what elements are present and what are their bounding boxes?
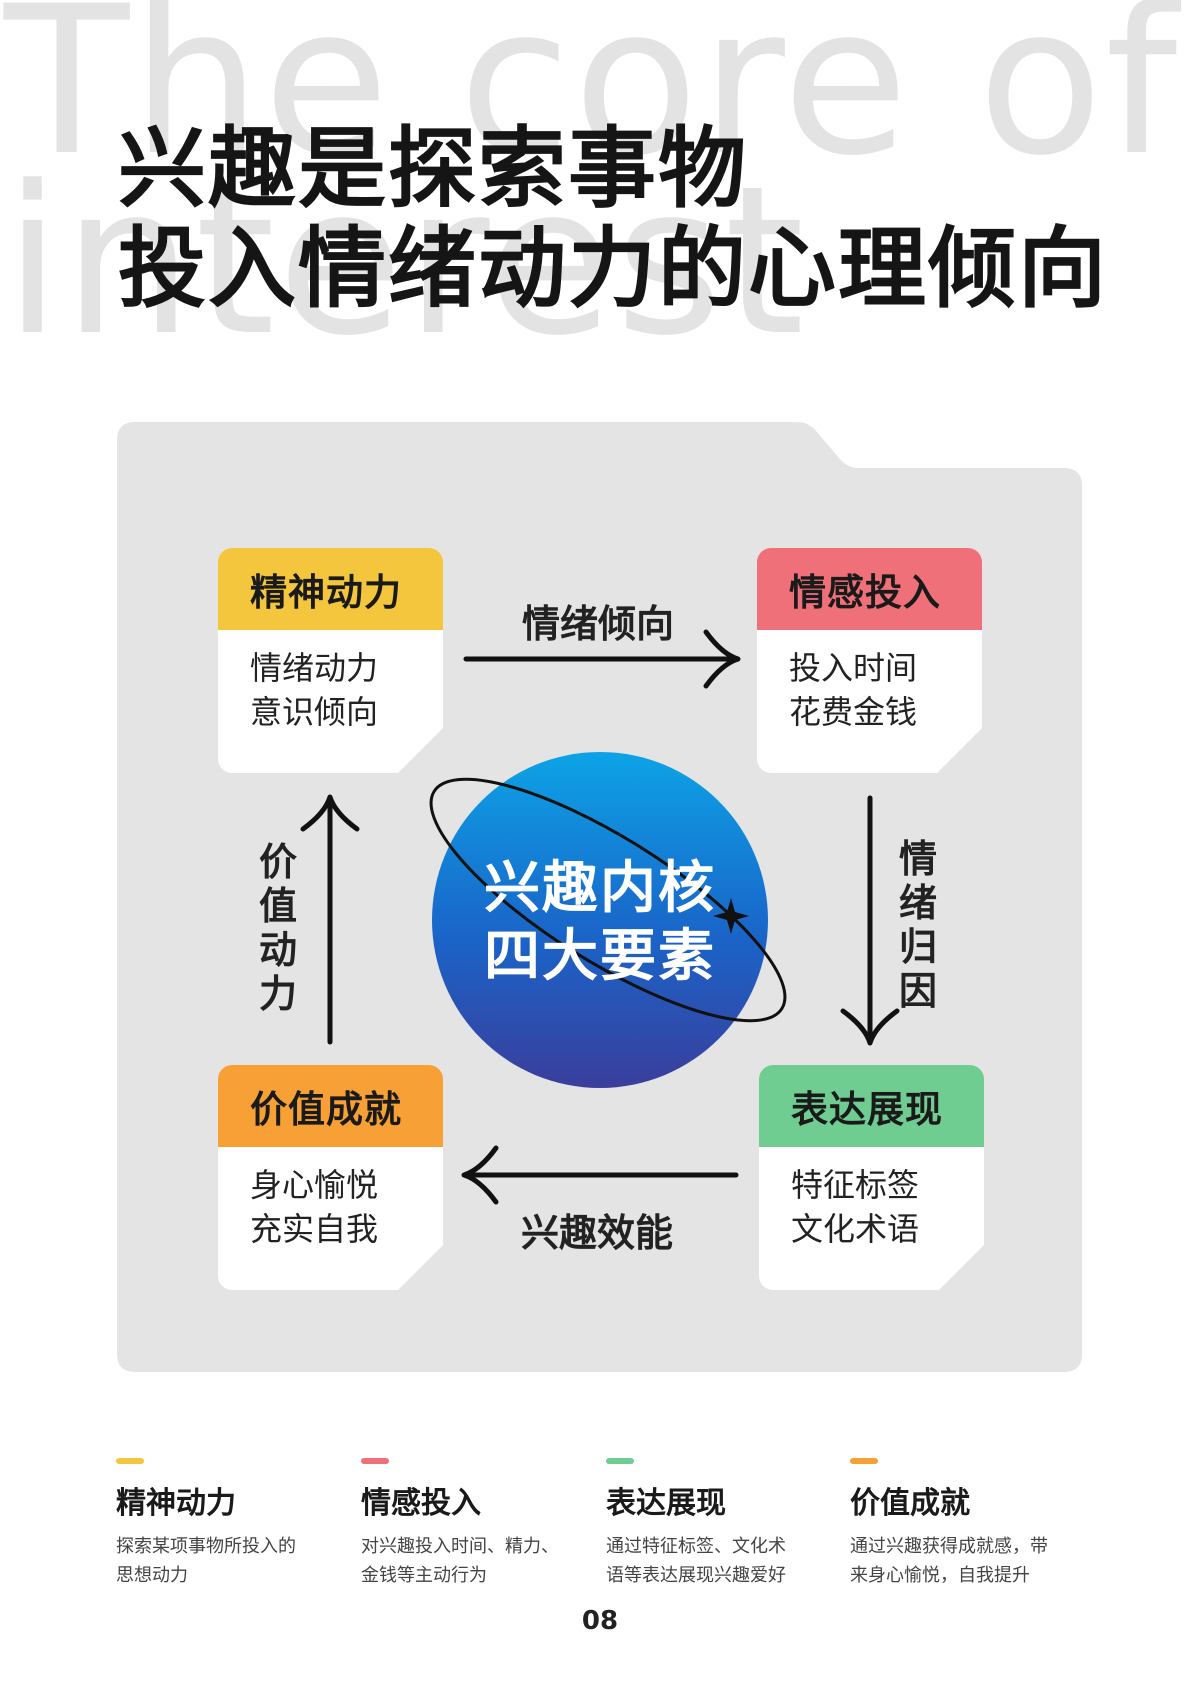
- arrow-bottom: [461, 1145, 739, 1205]
- arrow-right: [840, 795, 900, 1046]
- legend-desc-line: 语等表达展现兴趣爱好: [606, 1565, 786, 1586]
- card-line: 投入时间: [789, 649, 918, 687]
- legend-color-bar: [606, 1458, 634, 1464]
- arrow-label-bottom: 兴趣效能: [521, 1211, 674, 1255]
- core-label-line-2: 四大要素: [484, 924, 716, 989]
- arrow-label-top: 情绪倾向: [522, 602, 675, 646]
- card-title: 情感投入: [757, 548, 982, 630]
- arrow-label-char: 归: [898, 925, 937, 969]
- card-expression: 表达展现 特征标签 文化术语: [759, 1065, 984, 1290]
- arrow-label-char: 力: [258, 972, 297, 1016]
- legend-desc-line: 对兴趣投入时间、精力、: [361, 1536, 559, 1557]
- arrow-label-right: 情 绪 归 因: [896, 837, 940, 1013]
- orbit-ring: [429, 777, 787, 1023]
- arrow-label-char: 情: [898, 837, 937, 881]
- card-line: 身心愉悦: [250, 1166, 379, 1204]
- arrow-label-char: 价: [258, 840, 297, 884]
- legend-title: 情感投入: [361, 1486, 481, 1521]
- legend-color-bar: [361, 1458, 389, 1464]
- card-emotional-investment: 情感投入 投入时间 花费金钱: [757, 548, 982, 773]
- card-spiritual-drive: 精神动力 情绪动力 意识倾向: [218, 548, 443, 773]
- arrow-label-char: 值: [258, 884, 297, 928]
- arrow-left: [300, 794, 360, 1045]
- legend-item-emotional: 情感投入 对兴趣投入时间、精力、 金钱等主动行为: [361, 1458, 591, 1590]
- core-sphere: [432, 752, 768, 1088]
- legend-item-spiritual: 精神动力 探索某项事物所投入的 思想动力: [116, 1458, 346, 1590]
- card-title: 价值成就: [218, 1065, 443, 1147]
- card-title: 精神动力: [218, 548, 443, 630]
- background-text-line-1: The core of: [4, 0, 1180, 201]
- legend-desc-line: 探索某项事物所投入的: [116, 1536, 296, 1557]
- core-label-line-1: 兴趣内核: [484, 856, 716, 921]
- card-line: 意识倾向: [250, 693, 379, 731]
- legend-desc-line: 通过特征标签、文化术: [606, 1536, 786, 1557]
- page-title-line-2: 投入情绪动力的心理倾向: [118, 217, 1109, 320]
- card-value-achievement: 价值成就 身心愉悦 充实自我: [218, 1065, 443, 1290]
- card-line: 充实自我: [250, 1210, 379, 1248]
- legend-title: 表达展现: [606, 1486, 726, 1521]
- arrow-label-char: 绪: [898, 881, 937, 925]
- card-line: 特征标签: [791, 1166, 920, 1204]
- legend-color-bar: [850, 1458, 878, 1464]
- card-line: 情绪动力: [250, 649, 379, 687]
- legend-title: 价值成就: [850, 1486, 970, 1521]
- legend-item-value: 价值成就 通过兴趣获得成就感，带 来身心愉悦，自我提升: [850, 1458, 1080, 1590]
- core-label: 兴趣内核 四大要素: [430, 855, 770, 991]
- arrow-top: [463, 629, 741, 689]
- card-title: 表达展现: [759, 1065, 984, 1147]
- legend-desc-line: 思想动力: [116, 1565, 188, 1586]
- card-line: 文化术语: [791, 1210, 920, 1248]
- page-title-line-1: 兴趣是探索事物: [118, 117, 749, 220]
- arrow-label-char: 动: [258, 928, 297, 972]
- legend-desc-line: 来身心愉悦，自我提升: [850, 1565, 1030, 1586]
- star-icon: [713, 898, 749, 934]
- legend-desc-line: 通过兴趣获得成就感，带: [850, 1536, 1048, 1557]
- arrow-label-char: 因: [898, 969, 937, 1013]
- legend-item-expression: 表达展现 通过特征标签、文化术 语等表达展现兴趣爱好: [606, 1458, 836, 1590]
- arrow-label-left: 价 值 动 力: [256, 840, 300, 1016]
- legend-desc-line: 金钱等主动行为: [361, 1565, 487, 1586]
- background-text-line-2: interest: [4, 143, 807, 381]
- card-line: 花费金钱: [789, 693, 918, 731]
- legend-color-bar: [116, 1458, 144, 1464]
- legend-title: 精神动力: [116, 1486, 236, 1521]
- page-number: 08: [581, 1606, 619, 1636]
